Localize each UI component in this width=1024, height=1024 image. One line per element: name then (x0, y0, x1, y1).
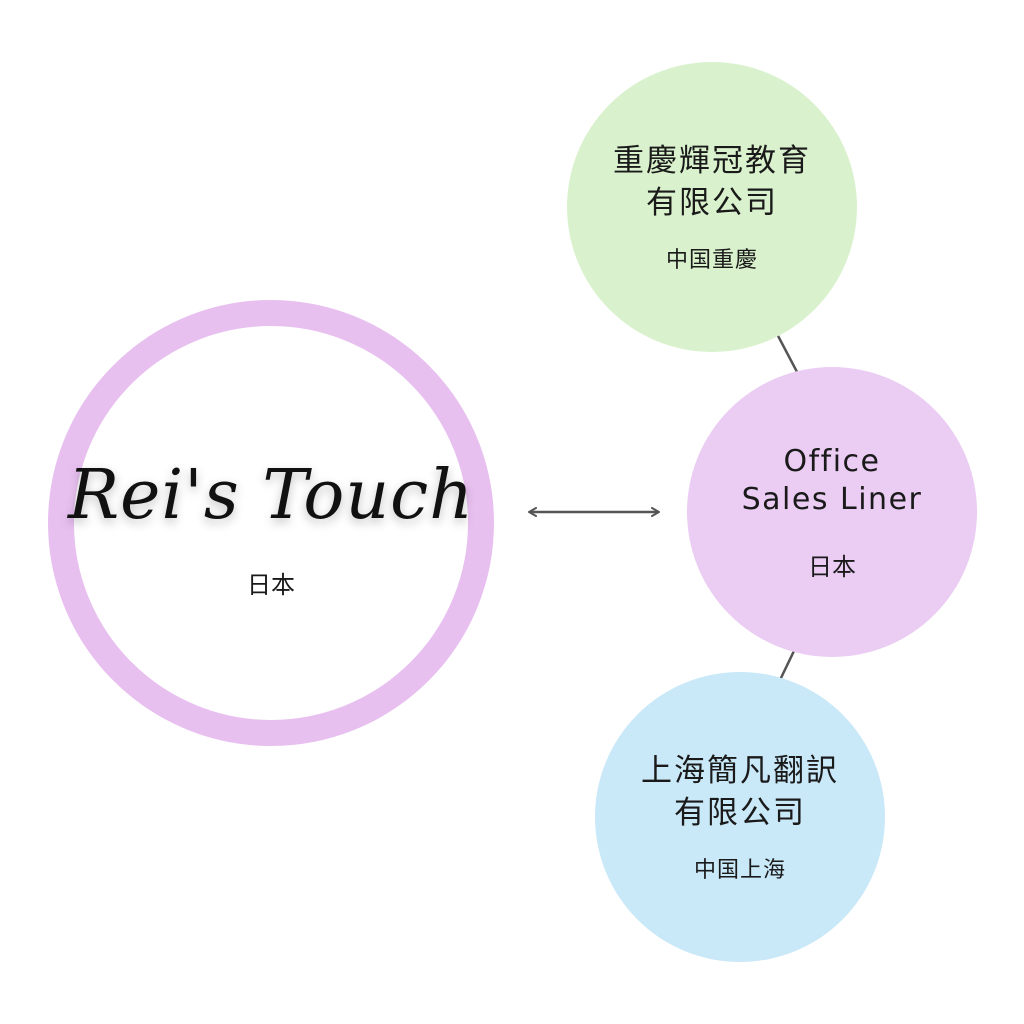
shanghai-partner-circle: 上海簡凡翻訳 有限公司 中国上海 (595, 672, 885, 962)
brand-logo-text: Rei's Touch (67, 456, 475, 535)
shanghai-location: 中国上海 (693, 858, 786, 883)
reis-touch-circle: Rei's Touch 日本 (48, 300, 494, 746)
office-sales-liner-circle: Office Sales Liner 日本 (687, 367, 977, 657)
office-location: 日本 (808, 552, 856, 581)
chongqing-partner-circle: 重慶輝冠教育 有限公司 中国重慶 (567, 62, 857, 352)
shanghai-name-line1: 上海簡凡翻訳 (641, 753, 839, 789)
office-name-line2: Sales Liner (741, 481, 923, 517)
chongqing-name-line1: 重慶輝冠教育 (613, 143, 811, 179)
main-country-label: 日本 (247, 571, 295, 599)
office-name-line1: Office (783, 443, 881, 479)
shanghai-name-line2: 有限公司 (674, 795, 806, 831)
chongqing-location: 中国重慶 (665, 248, 758, 273)
chongqing-name-line2: 有限公司 (646, 185, 778, 221)
